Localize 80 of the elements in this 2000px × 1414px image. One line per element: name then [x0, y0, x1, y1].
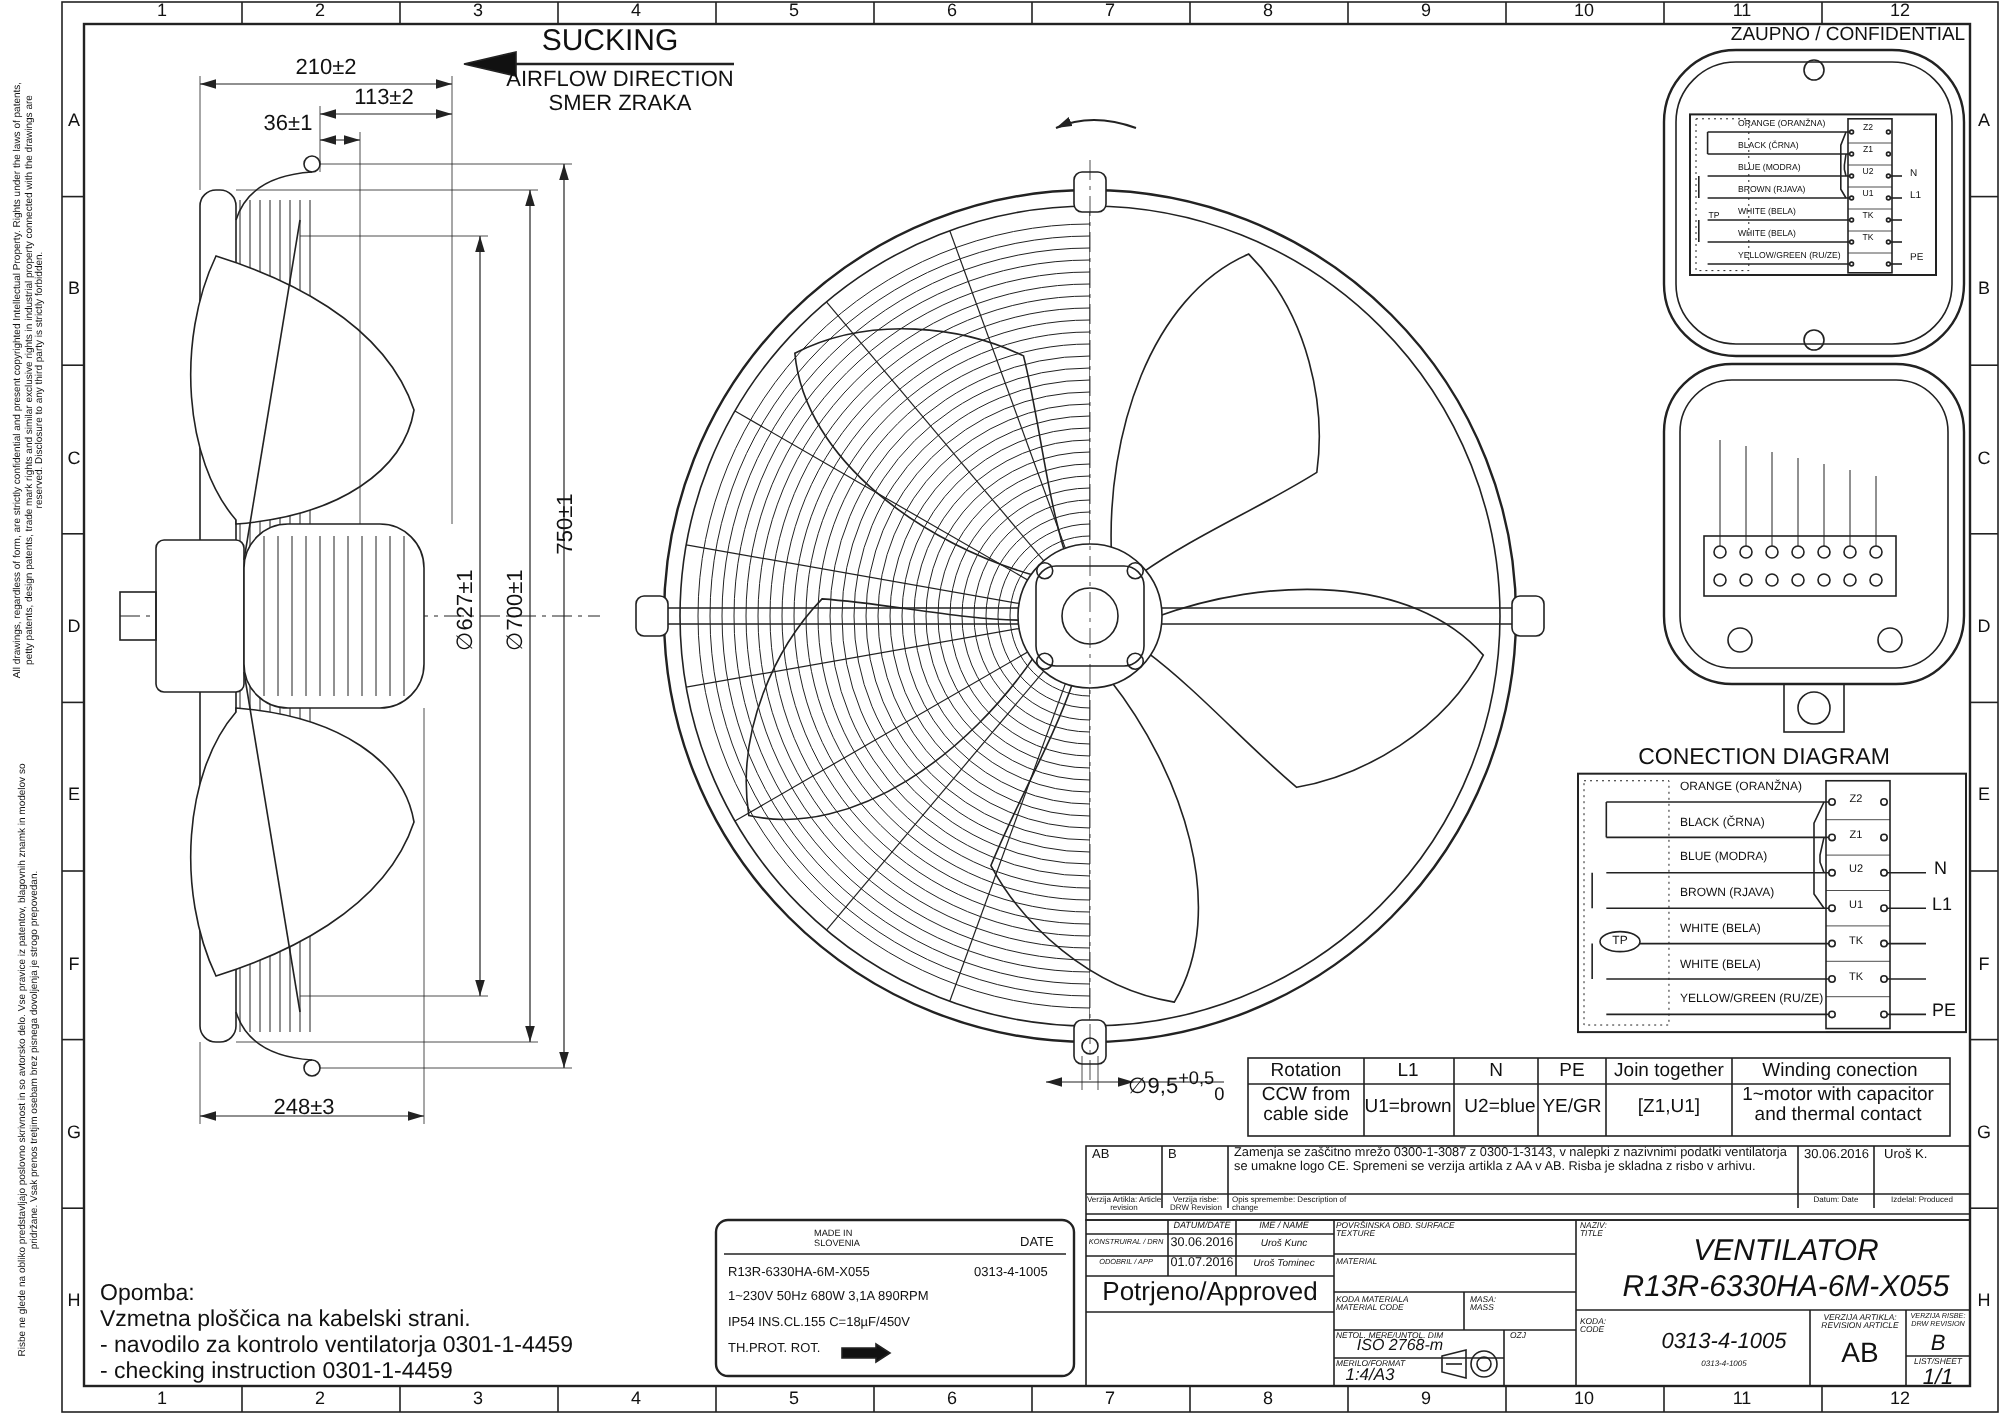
tolerance-standard: ISO 2768-m — [1356, 1337, 1444, 1355]
dimension-value: 750±1 — [553, 493, 579, 555]
grid-reference-number: 6 — [947, 2, 957, 22]
grid-reference-number: 4 — [631, 2, 641, 22]
grid-reference-number: 12 — [1890, 2, 1910, 22]
airflow-heading: SUCKING — [541, 26, 679, 59]
grid-reference-letter: H — [1977, 1292, 1991, 1312]
code-number: 0313-4-1005 — [1661, 1330, 1787, 1355]
table-header: Join together — [1614, 1062, 1724, 1083]
grid-reference-number: 1 — [157, 1390, 167, 1410]
table-header: Winding conection — [1762, 1062, 1918, 1083]
confidentiality-label: ZAUPNO / CONFIDENTIAL — [1730, 26, 1966, 47]
grid-reference-number: 9 — [1421, 2, 1431, 22]
grid-reference-letter: G — [67, 1123, 81, 1144]
dimension-value: 210±2 — [295, 56, 357, 81]
grid-reference-letter: F — [68, 955, 80, 975]
grid-reference-number: 3 — [473, 2, 483, 22]
grid-reference-number: 2 — [315, 1390, 325, 1410]
table-header: N — [1489, 1062, 1503, 1083]
grid-reference-letter: G — [1977, 1123, 1991, 1144]
grid-reference-number: 4 — [631, 1390, 641, 1410]
table-cell-text: CCW from cable side — [1259, 1086, 1353, 1128]
grid-reference-number: 5 — [789, 2, 799, 22]
table-cell: B — [1930, 1332, 1946, 1357]
grid-reference-letter: C — [1977, 449, 1991, 469]
grid-reference-letter: D — [67, 617, 81, 638]
grid-reference-number: 10 — [1574, 2, 1594, 22]
grid-reference-number: 11 — [1732, 1390, 1752, 1410]
grid-reference-letter: F — [1978, 955, 1990, 975]
title-text: VENTILATOR — [1693, 1236, 1879, 1269]
table-cell: AB — [1841, 1338, 1879, 1369]
grid-reference-letter: E — [1978, 786, 1990, 807]
table-cell-text: 1~motor with capacitor and thermal contact — [1740, 1086, 1936, 1128]
grid-reference-number: 8 — [1263, 2, 1273, 22]
grid-reference-letter: E — [68, 786, 80, 807]
grid-reference-number: 6 — [947, 1390, 957, 1410]
note-text: Vzmetna ploščica na kabelski strani. — [100, 1308, 471, 1334]
table-header: L1 — [1397, 1062, 1419, 1083]
table-header: PE — [1559, 1062, 1585, 1083]
dimension-value: ∅700±1 — [503, 569, 529, 651]
grid-reference-number: 7 — [1105, 2, 1115, 22]
grid-reference-number: 10 — [1574, 1390, 1594, 1410]
grid-reference-number: 9 — [1421, 1390, 1431, 1410]
table-cell: U2=blue — [1464, 1098, 1536, 1119]
table-cell: [Z1,U1] — [1637, 1098, 1701, 1119]
airflow-label: AIRFLOW DIRECTION — [506, 68, 734, 93]
note-text: Opomba: — [100, 1282, 195, 1308]
note-text: - navodilo za kontrolo ventilatorja 0301-1-4459 — [100, 1334, 574, 1360]
terminal-label: PE — [1932, 1002, 1957, 1023]
approval-label: Potrjeno/Approved — [1102, 1278, 1318, 1307]
table-cell: YE/GR — [1542, 1098, 1602, 1119]
table-cell: U1=brown — [1364, 1098, 1452, 1119]
note-text: - checking instruction 0301-1-4459 — [100, 1360, 453, 1386]
grid-reference-number: 5 — [789, 1390, 799, 1410]
grid-reference-letter: B — [68, 280, 80, 301]
table-cell: 1/1 — [1922, 1366, 1954, 1391]
grid-reference-number: 7 — [1105, 1390, 1115, 1410]
title-text: R13R-6330HA-6M-X055 — [1622, 1272, 1950, 1305]
grid-reference-number: 1 — [157, 2, 167, 22]
grid-reference-letter: B — [1978, 280, 1990, 301]
grid-reference-number: 12 — [1890, 1390, 1910, 1410]
grid-reference-letter: D — [1977, 617, 1991, 638]
dimension-value: ∅627±1 — [453, 569, 479, 651]
table-header: Rotation — [1270, 1062, 1342, 1083]
terminal-label: L1 — [1932, 896, 1953, 916]
dimension-value: 248±3 — [273, 1096, 335, 1121]
grid-reference-letter: H — [67, 1292, 81, 1312]
grid-reference-number: 3 — [473, 1390, 483, 1410]
grid-reference-number: 8 — [1263, 1390, 1273, 1410]
airflow-label: SMER ZRAKA — [548, 92, 692, 117]
scale-value: 1:4/A3 — [1345, 1366, 1395, 1385]
grid-reference-number: 11 — [1732, 2, 1752, 22]
dimension-value: 36±1 — [263, 112, 313, 137]
dimension-value: 113±2 — [354, 86, 414, 111]
grid-reference-letter: A — [1978, 112, 1990, 132]
grid-reference-number: 2 — [315, 2, 325, 22]
grid-reference-letter: A — [68, 112, 80, 132]
diagram-heading: CONECTION DIAGRAM — [1638, 746, 1890, 772]
grid-reference-letter: C — [67, 449, 81, 469]
terminal-label: N — [1934, 860, 1947, 881]
